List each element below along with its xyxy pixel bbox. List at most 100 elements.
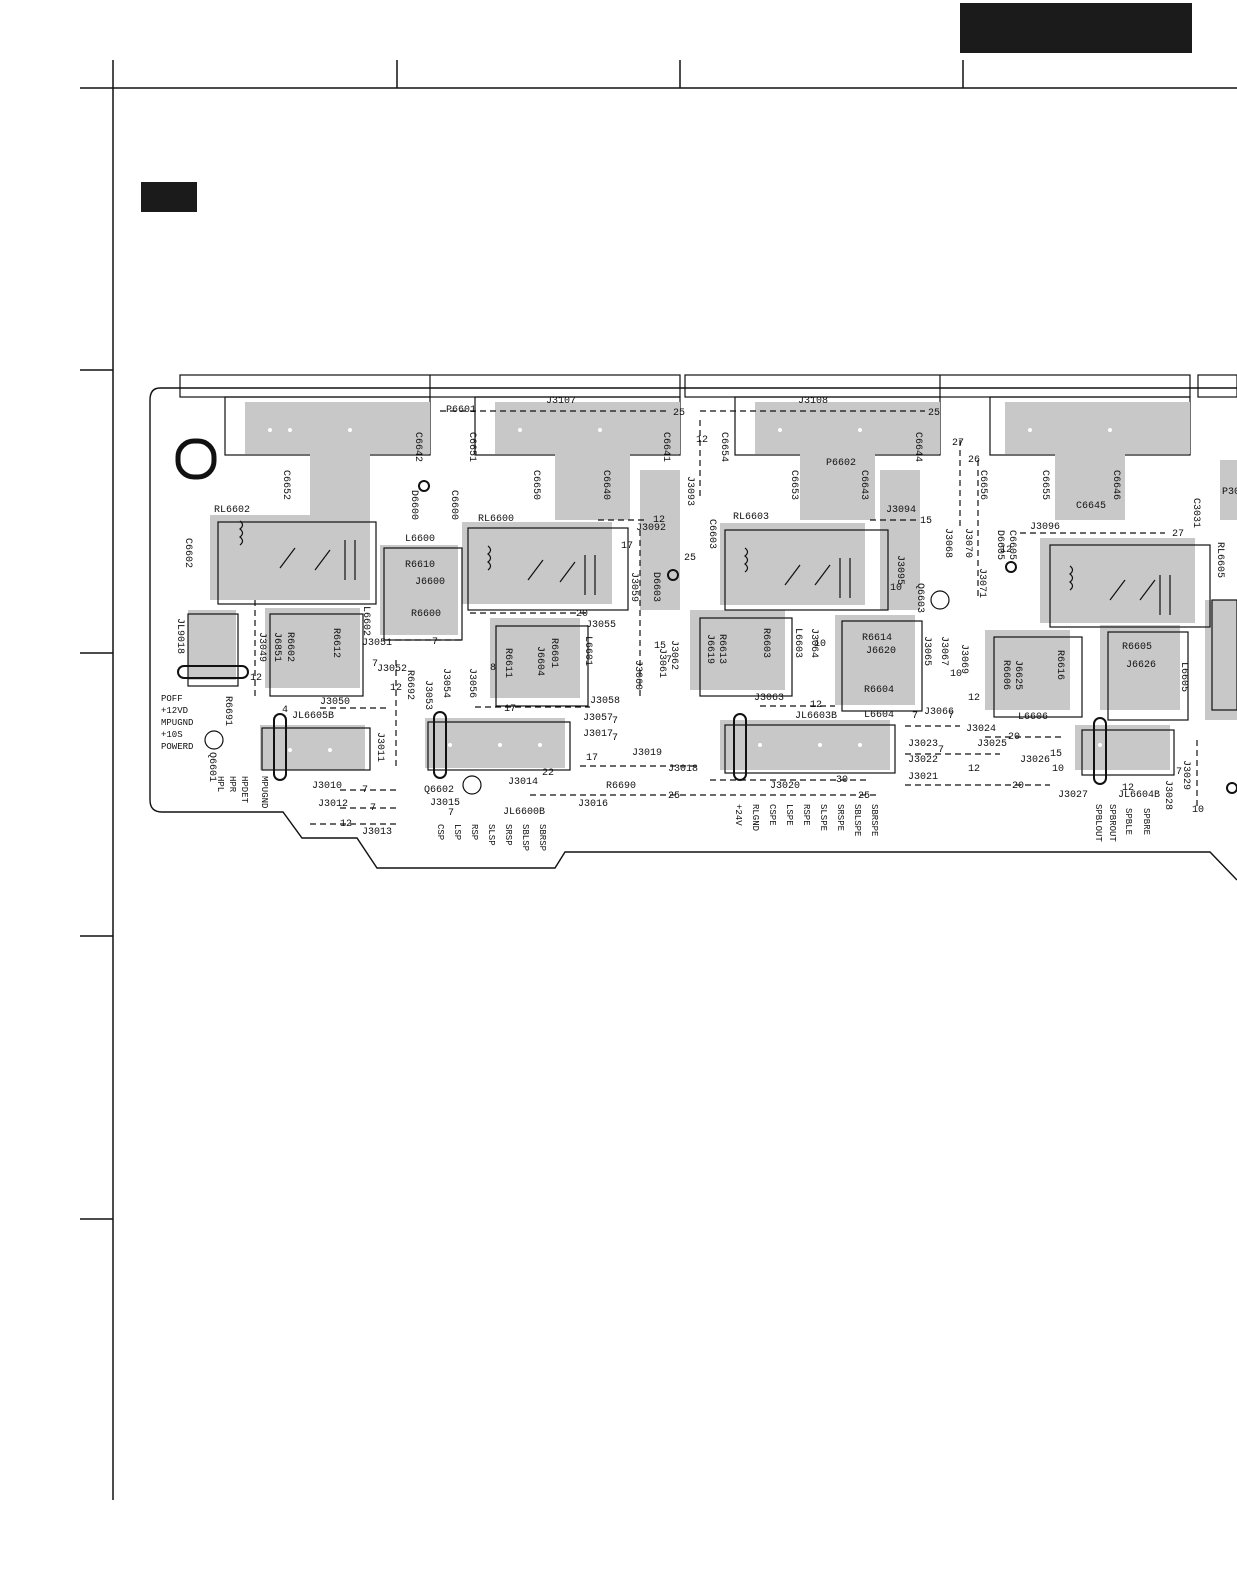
ref-c6602: C6602 [182,538,193,568]
pin-label: SBLSPE [852,804,862,836]
ref-d6605: D6605 [994,530,1005,560]
ref-j6626: J6626 [1126,660,1156,671]
ref-j3050: J3050 [320,697,350,708]
wire-number: 17 [586,753,598,764]
ref-jl9018: JL9018 [174,618,185,654]
ref-j3022: J3022 [908,755,938,766]
ref-j3018: J3018 [668,764,698,775]
ref-c6643: C6643 [858,470,869,500]
pin-label: +10S [161,730,183,740]
pin-label: SBRSP [537,824,547,851]
wire-number: 12 [653,515,665,526]
component-outlines [187,521,1237,776]
pin-label: RLGND [750,804,760,831]
wire-number: 7 [432,637,438,648]
ref-j3054: J3054 [440,668,451,698]
ref-designator-layer: P6601 J3107 J3108 P6602 C6642 C6651 C664… [174,396,1237,838]
wire-number: 7 [612,716,618,727]
ref-p30: P30 [1222,487,1237,498]
wire-number: 12 [250,673,262,684]
ref-r6612: R6612 [330,628,341,658]
wire-number: 12 [968,764,980,775]
wire-number: 12 [390,683,402,694]
wire-number: 7 [938,745,944,756]
wire-number: 25 [928,408,940,419]
ref-j6620: J6620 [866,646,896,657]
wire-number: 25 [668,791,680,802]
ref-jl6603b: JL6603B [795,711,837,722]
ref-r6605: R6605 [1122,642,1152,653]
ref-j3058: J3058 [590,696,620,707]
ref-c6655: C6655 [1039,470,1050,500]
ref-jl6605b: JL6605B [292,711,334,722]
ref-j3055: J3055 [586,620,616,631]
ref-jl6604b: JL6604B [1118,790,1160,801]
ref-j3051: J3051 [362,638,392,649]
pin-label: SPBROUT [1107,804,1117,842]
ref-j3016: J3016 [578,799,608,810]
ref-j3025: J3025 [977,739,1007,750]
ref-j3063: J3063 [754,693,784,704]
ref-rl6603: RL6603 [733,512,769,523]
ref-r6606: R6606 [1000,660,1011,690]
connector-bottom-b: +24V RLGND CSPE LSPE RSPE SLSPE SRSPE SB… [733,804,879,836]
ref-l6606: L6606 [1018,712,1048,723]
ref-c6651: C6651 [466,432,477,462]
pin-label: SRSPE [835,804,845,831]
pin-label: HPDET [239,776,249,804]
ref-j3067: J3067 [938,636,949,666]
pin-label: MPUGND [161,718,193,728]
pin-label: LSP [452,824,462,840]
board-outline [149,387,1237,881]
wire-number: 12 [968,693,980,704]
wire-number: 25 [858,791,870,802]
wire-number: 17 [621,541,633,552]
ref-j3026: J3026 [1020,755,1050,766]
pin-label: LSPE [784,804,794,826]
wire-number: 17 [504,704,516,715]
relay-symbols [239,520,1171,615]
pin-label: SPBLOUT [1093,804,1103,842]
ref-c6600: C6600 [448,490,459,520]
ref-j3011: J3011 [374,732,385,762]
ref-q6603: Q6603 [914,583,925,613]
ref-j3057: J3057 [583,713,613,724]
ref-j3094: J3094 [886,505,916,516]
connector-left-vertical: HPL HPR HPDET MPUGND [215,776,269,808]
ref-j6851: J6851 [271,632,282,662]
ref-j3065: J3065 [921,636,932,666]
ref-j3108: J3108 [798,396,828,407]
ref-j3010: J3010 [312,781,342,792]
pin-label: HPR [227,776,237,793]
wire-number: 8 [490,663,496,674]
wire-number: 10 [950,669,962,680]
pin-label: SBLSP [520,824,530,851]
pin-label: SBRSPE [869,804,879,836]
wire-number: 25 [673,408,685,419]
ref-r6603: R6603 [760,628,771,658]
ref-l6602: L6602 [360,606,371,636]
wire-number: 10 [890,583,902,594]
wire-number: 7 [370,803,376,814]
pin-label: SLSPE [818,804,828,831]
ref-c6650: C6650 [530,470,541,500]
ref-j3059: J3059 [628,572,639,602]
ref-j3053: J3053 [422,680,433,710]
ref-l6605: L6605 [1178,662,1189,692]
ref-j6619: J6619 [704,634,715,664]
ref-j3093: J3093 [684,476,695,506]
ref-j3095: J3095 [894,555,905,585]
ref-j3068: J3068 [942,528,953,558]
ref-j3066: J3066 [924,707,954,718]
ref-j3013: J3013 [362,827,392,838]
ref-q6602: Q6602 [424,785,454,796]
ref-r6616: R6616 [1054,650,1065,680]
wire-number: 26 [968,455,980,466]
ref-j3052: J3052 [377,664,407,675]
ref-c6653: C6653 [788,470,799,500]
pin-label: SPBLE [1123,808,1133,835]
ref-p6602: P6602 [826,458,856,469]
wire-number: 7 [448,808,454,819]
pin-label: RSP [469,824,479,840]
ref-c6641: C6641 [660,432,671,462]
